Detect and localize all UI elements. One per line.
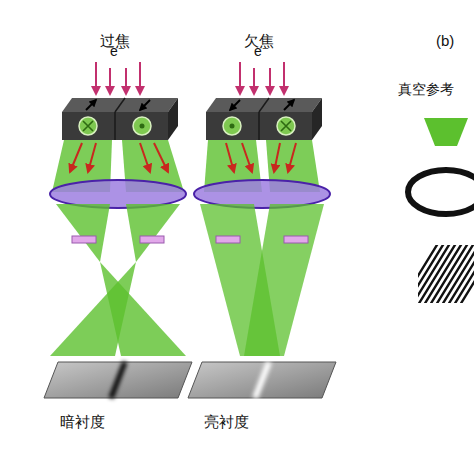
aperture	[216, 236, 240, 243]
electron-symbol: e⁻	[110, 44, 125, 59]
field-into-page	[79, 117, 97, 135]
under-focus-panel	[188, 62, 336, 398]
electron-ray	[139, 62, 141, 94]
domain-wall	[259, 98, 269, 112]
electron-beam	[126, 204, 180, 262]
dot-mark	[230, 124, 235, 129]
image-screen	[44, 362, 192, 398]
electron-ray	[253, 68, 255, 94]
sample-side	[168, 98, 178, 140]
image-screen	[188, 362, 336, 398]
deflected-ray	[274, 143, 280, 172]
objective-lens	[194, 180, 330, 208]
over-focus-panel	[44, 62, 192, 398]
deflected-ray	[226, 143, 234, 172]
magnetization-arrow	[284, 100, 294, 110]
reference-beam	[424, 118, 468, 146]
hologram-fringes	[418, 245, 474, 303]
electron-symbol: e⁻	[254, 44, 269, 59]
deflected-ray	[70, 143, 82, 172]
electron-beam	[50, 262, 136, 356]
electron-beam	[244, 204, 324, 356]
electron-beam	[56, 204, 110, 262]
fringe-lines	[418, 245, 474, 303]
field-out-of-page	[223, 117, 241, 135]
reference-label: 真空参考	[398, 82, 454, 97]
cross-mark	[281, 121, 291, 131]
magnetization-arrow	[230, 100, 240, 110]
field-into-page	[277, 117, 295, 135]
sample-front	[206, 112, 312, 140]
electron-ray	[283, 62, 285, 94]
sample-front	[62, 112, 168, 140]
magnetization-arrow	[140, 100, 150, 110]
aperture	[72, 236, 96, 243]
electron-ray	[239, 62, 241, 94]
aperture	[140, 236, 164, 243]
electron-ray	[125, 68, 127, 94]
panel-b-fragment	[400, 118, 474, 305]
dot-mark	[140, 124, 145, 129]
aperture	[284, 236, 308, 243]
electron-ray	[109, 68, 111, 94]
field-out-of-page	[133, 117, 151, 135]
cross-mark	[83, 121, 93, 131]
contrast-caption: 亮衬度	[204, 414, 249, 431]
contrast-caption: 暗衬度	[60, 414, 105, 431]
dark-contrast-line	[111, 362, 125, 398]
sample-side	[312, 98, 322, 140]
electron-ray	[269, 68, 271, 94]
deflected-ray	[140, 143, 150, 172]
sample-top	[62, 98, 178, 112]
bright-contrast-line	[255, 362, 269, 398]
deflected-ray	[242, 143, 252, 172]
domain-wall	[258, 112, 260, 140]
deflected-ray	[288, 143, 296, 172]
sample-top	[206, 98, 322, 112]
lens-ring	[408, 170, 474, 214]
magnetization-arrow	[86, 100, 96, 110]
objective-lens	[50, 180, 186, 208]
deflected-ray	[88, 143, 96, 172]
domain-wall	[115, 98, 125, 112]
panel-letter: (b)	[436, 33, 454, 50]
electron-ray	[95, 62, 97, 94]
domain-wall	[114, 112, 116, 140]
deflected-ray	[154, 143, 168, 172]
